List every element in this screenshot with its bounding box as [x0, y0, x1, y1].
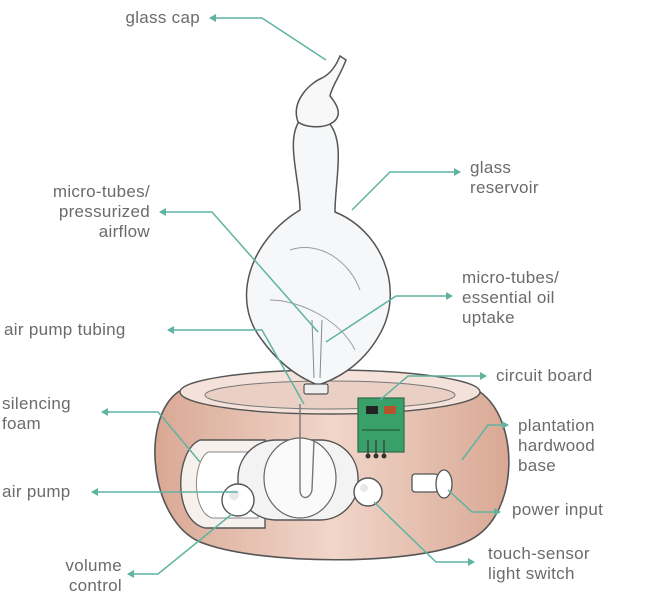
- leader-glass-reservoir: [351, 168, 461, 211]
- label-silencing-foam: silencing foam: [2, 394, 71, 433]
- glass-cap: [295, 54, 347, 128]
- air-pump-cylinder: [221, 437, 359, 521]
- label-power-input: power input: [512, 500, 604, 519]
- circuit-board: [357, 397, 405, 459]
- air-pump-tubing: [299, 404, 315, 499]
- leader-glass-cap: [209, 14, 327, 61]
- power-input-jack: [411, 469, 453, 499]
- label-air-pump-tubing: air pump tubing: [4, 320, 126, 339]
- leader-micro-tubes-uptake: [325, 292, 453, 343]
- label-plantation-base: plantation hardwood base: [518, 416, 596, 475]
- label-touch-sensor: touch-sensor light switch: [488, 544, 590, 583]
- leader-air-pump-tubing: [167, 326, 305, 405]
- leader-circuit-board: [379, 372, 487, 401]
- label-air-pump: air pump: [2, 482, 71, 501]
- leader-touch-sensor: [373, 501, 475, 566]
- leader-silencing-foam: [101, 408, 201, 463]
- leader-plantation-base: [461, 421, 509, 461]
- leader-volume-control: [127, 513, 233, 578]
- label-volume-control: volume control: [65, 556, 122, 595]
- touch-sensor: [353, 477, 383, 507]
- label-micro-tubes-uptake: micro-tubes/ essential oil uptake: [462, 268, 560, 327]
- label-glass-cap: glass cap: [125, 8, 200, 27]
- leader-micro-tubes-airflow: [159, 208, 319, 333]
- label-circuit-board: circuit board: [496, 366, 593, 385]
- leader-power-input: [447, 489, 501, 516]
- label-micro-tubes-airflow: micro-tubes/ pressurized airflow: [52, 182, 150, 241]
- leader-lines: [91, 14, 509, 578]
- glass-reservoir: [245, 119, 391, 395]
- label-glass-reservoir: glass reservoir: [470, 158, 539, 197]
